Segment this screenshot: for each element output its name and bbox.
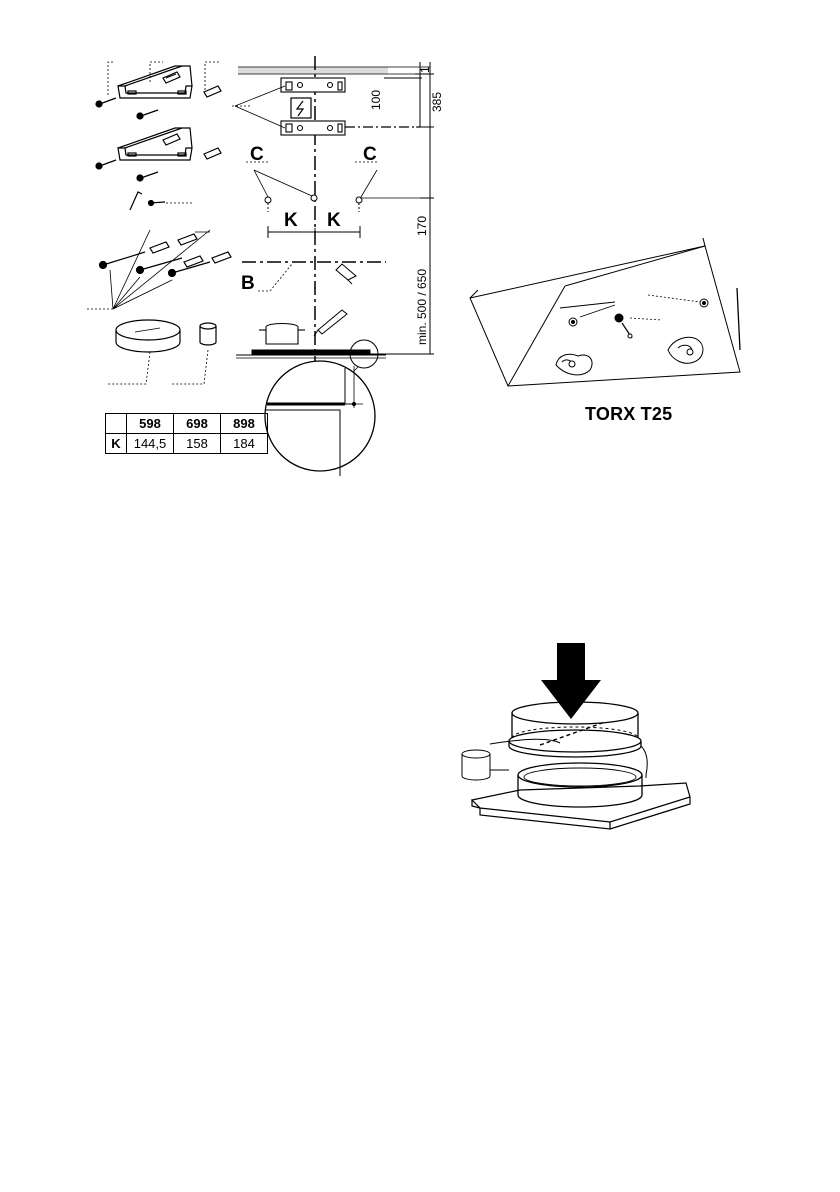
label-c-right: C bbox=[363, 144, 377, 165]
k-table-row-label: K bbox=[106, 434, 127, 454]
screw-2 bbox=[137, 110, 158, 119]
dim-385: 385 bbox=[430, 92, 444, 112]
k-table-cell: 184 bbox=[221, 434, 268, 454]
push-down-arrow-icon bbox=[541, 643, 601, 719]
parts-kit bbox=[85, 62, 231, 384]
k-table-header-cell: 898 bbox=[221, 414, 268, 434]
hob-edge-detail bbox=[265, 361, 375, 476]
k-table-cell: 158 bbox=[174, 434, 221, 454]
plug-a bbox=[150, 242, 169, 253]
dim-min: min. 500 / 650 bbox=[415, 269, 429, 345]
k-table-header-cell: 698 bbox=[174, 414, 221, 434]
torx-label: TORX T25 bbox=[585, 404, 672, 425]
hood-underside bbox=[470, 238, 740, 386]
wall-bracket-1 bbox=[118, 66, 192, 98]
collar-install-illustration bbox=[462, 643, 690, 829]
pencil-icon-2 bbox=[314, 310, 347, 336]
screw-plug-set bbox=[85, 230, 231, 309]
pencil-icon-1 bbox=[336, 264, 356, 284]
wall-plug-4 bbox=[204, 148, 221, 159]
wall-plug-2 bbox=[204, 86, 221, 97]
k-table-row: K 144,5 158 184 bbox=[106, 434, 268, 454]
wall-plug-3 bbox=[163, 134, 180, 145]
screw-1 bbox=[96, 98, 116, 107]
wall-bracket-2 bbox=[118, 128, 192, 160]
wall-plug-1 bbox=[163, 72, 180, 83]
k-dimension-table: 598 698 898 K 144,5 158 184 bbox=[105, 413, 268, 454]
k-table-header-cell bbox=[106, 414, 127, 434]
dim-1: 1 bbox=[418, 66, 432, 73]
k-dimension bbox=[268, 226, 360, 238]
small-bracket bbox=[130, 192, 192, 210]
k-table-header-cell: 598 bbox=[127, 414, 174, 434]
label-k-right: K bbox=[327, 210, 341, 231]
c-point-markers bbox=[246, 162, 379, 212]
k-table-cell: 144,5 bbox=[127, 434, 174, 454]
screw-3 bbox=[96, 160, 116, 169]
hob bbox=[236, 350, 386, 358]
screw-4 bbox=[137, 172, 158, 181]
label-c-left: C bbox=[250, 144, 264, 165]
plug-d bbox=[212, 252, 231, 263]
dim-170: 170 bbox=[415, 216, 429, 236]
label-b: B bbox=[241, 273, 255, 294]
dim-100: 100 bbox=[369, 90, 383, 110]
pot-icon bbox=[259, 324, 305, 345]
air-outlet-collar bbox=[108, 320, 180, 384]
label-k-left: K bbox=[284, 210, 298, 231]
k-table-header-row: 598 698 898 bbox=[106, 414, 268, 434]
